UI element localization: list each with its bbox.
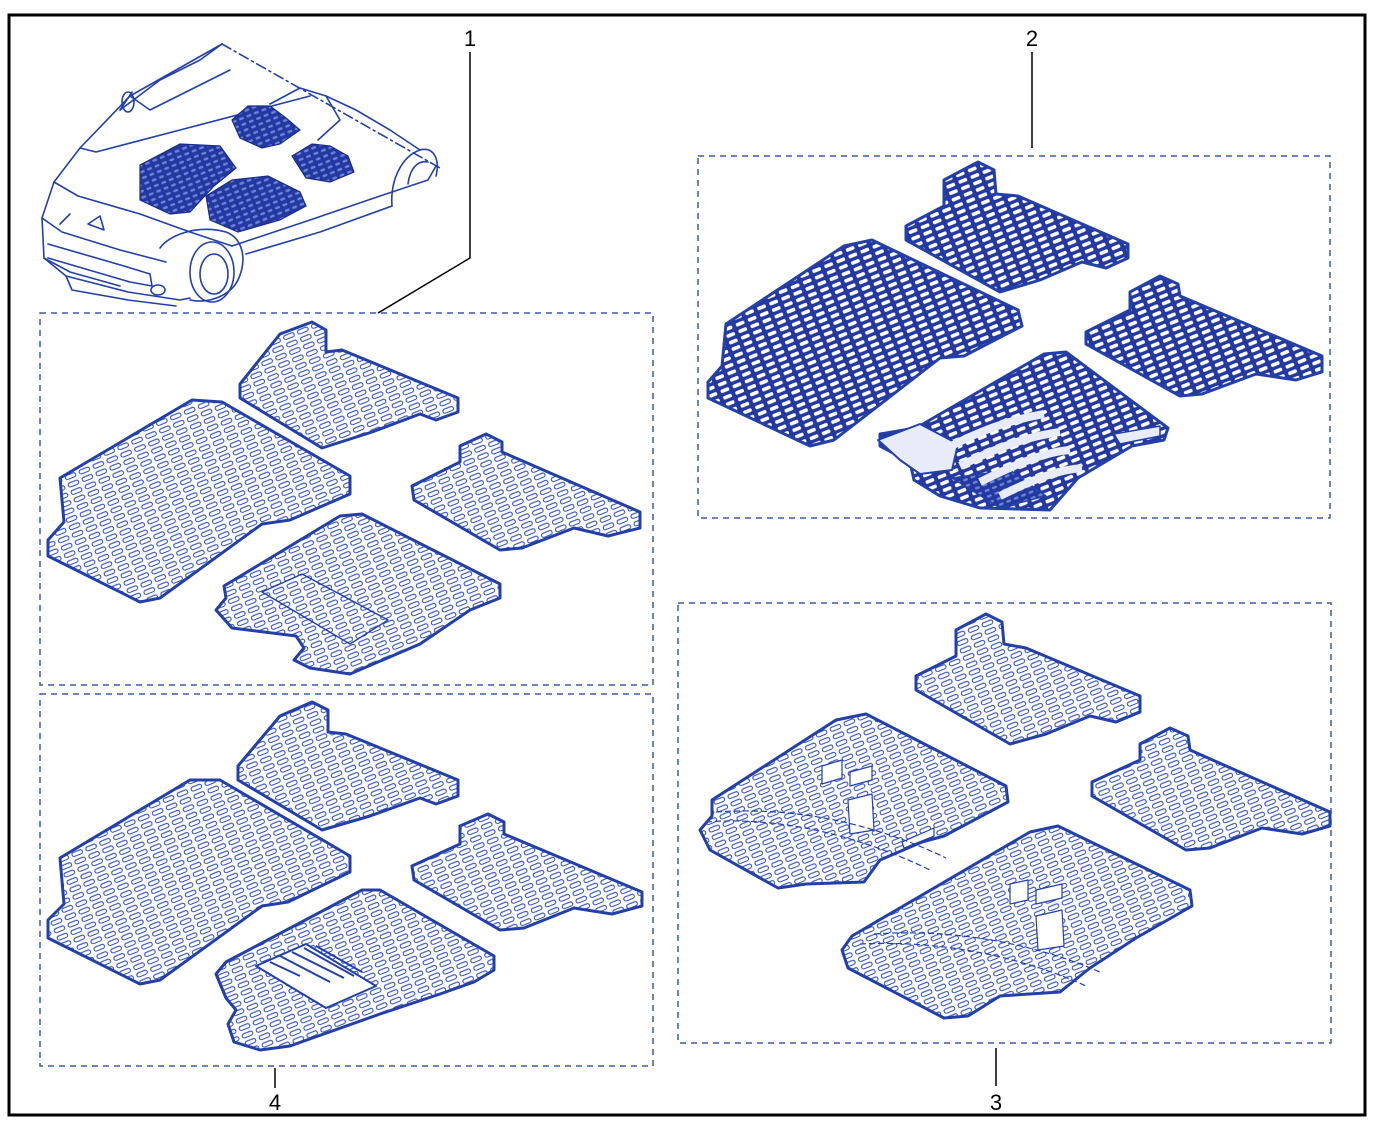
group-box-4	[39, 693, 654, 1067]
mat-set-4	[46, 700, 644, 1052]
set3-rear-right-mat	[914, 612, 1142, 746]
leader-line-1	[377, 52, 471, 314]
set1-front-right-mat	[214, 512, 502, 676]
callout-2-label: 2	[1026, 26, 1038, 51]
callout-3-label: 3	[990, 1090, 1002, 1115]
mat-set-2	[706, 160, 1324, 512]
set1-rear-right-mat	[238, 320, 460, 450]
group-box-2	[697, 155, 1331, 519]
group-box-1	[39, 312, 654, 686]
set4-rear-right-mat	[236, 700, 460, 832]
set4-rear-left-mat	[410, 812, 644, 932]
set2-rear-left-mat	[1084, 274, 1324, 398]
set4-front-right-mat	[214, 888, 496, 1052]
outer-frame	[7, 13, 1367, 1117]
set2-heel-pad	[877, 423, 959, 475]
mat-set-1	[46, 320, 642, 676]
mat-set-3	[698, 612, 1332, 1020]
callout-1-label: 1	[464, 26, 476, 51]
car-mats	[139, 105, 355, 233]
set1-heel-pad	[261, 573, 389, 645]
set1-rear-left-mat	[410, 432, 642, 552]
set3-front-right-mat	[840, 824, 1194, 1020]
set2-rear-right-mat	[904, 160, 1130, 294]
set4-front-left-mat	[46, 778, 352, 986]
set2-front-left-mat	[706, 238, 1024, 448]
callout-4-label: 4	[269, 1090, 281, 1115]
car-illustration	[41, 43, 441, 307]
set1-front-left-mat	[46, 398, 352, 604]
set3-rear-left-mat	[1090, 726, 1332, 852]
